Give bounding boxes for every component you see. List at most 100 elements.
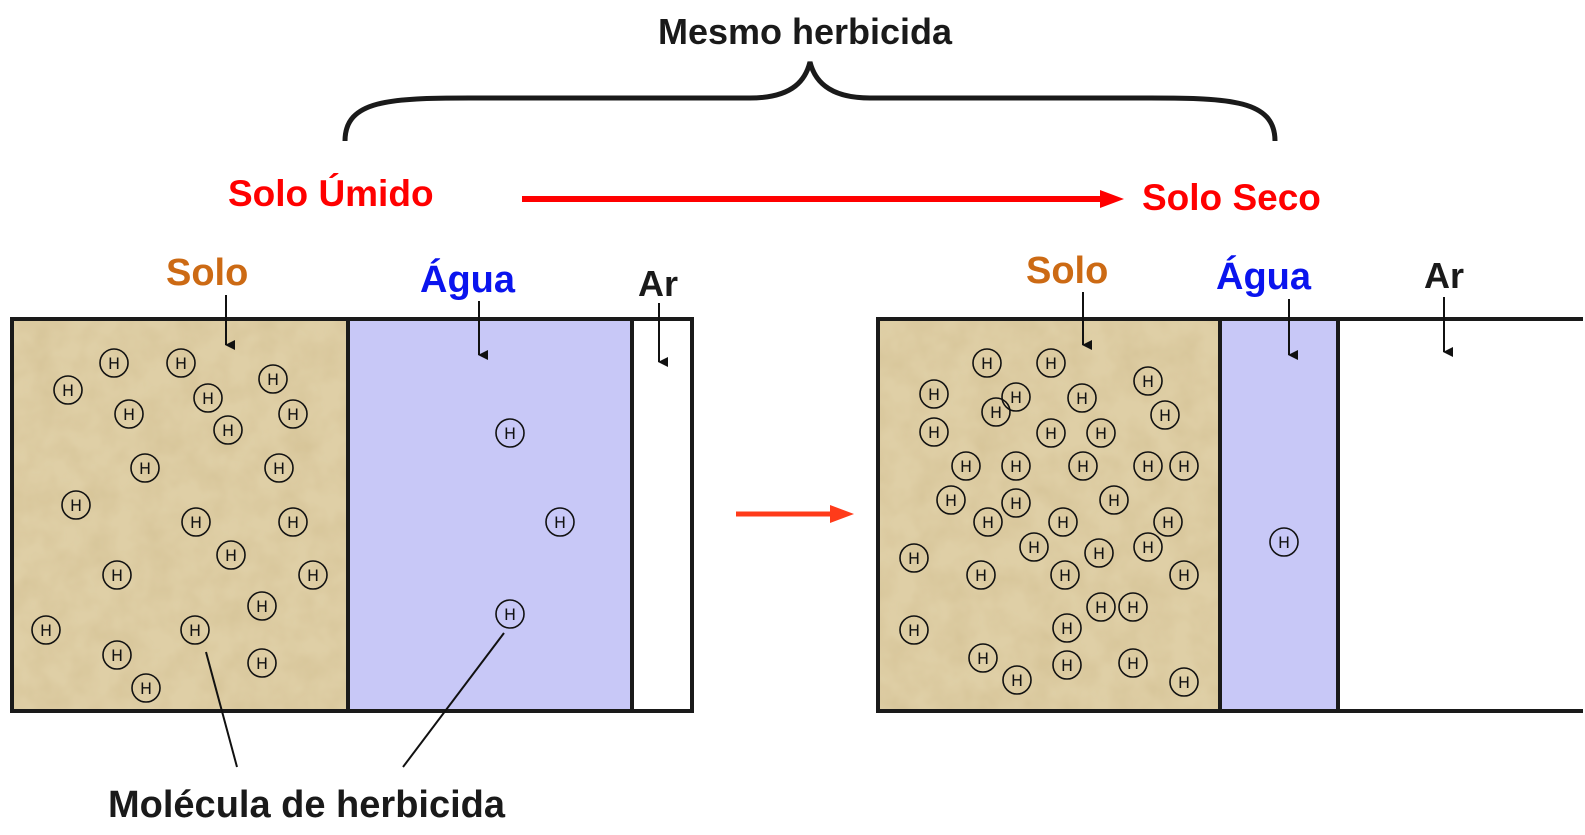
panel-border <box>10 317 694 713</box>
molecule-symbol: H <box>960 457 972 476</box>
herbicide-molecule: H <box>1169 667 1199 697</box>
herbicide-molecule: H <box>1169 451 1199 481</box>
molecule-symbol: H <box>1178 673 1190 692</box>
herbicide-molecule: H <box>1036 348 1066 378</box>
molecule-symbol: H <box>1178 457 1190 476</box>
molecule-symbol: H <box>1077 457 1089 476</box>
herbicide-molecule: H <box>495 599 525 629</box>
herbicide-molecule: H <box>899 615 929 645</box>
molecule-symbol: H <box>1061 656 1073 675</box>
caption-pointer-water <box>402 632 505 768</box>
herbicide-molecule: H <box>258 364 288 394</box>
molecule-symbol: H <box>139 459 151 478</box>
molecule-symbol: H <box>1178 566 1190 585</box>
herbicide-molecule: H <box>968 643 998 673</box>
herbicide-molecule: H <box>936 485 966 515</box>
molecule-symbol: H <box>225 546 237 565</box>
transition-arrow <box>736 505 854 523</box>
herbicide-molecule: H <box>278 399 308 429</box>
solo-label: Solo <box>1026 250 1109 292</box>
herbicide-molecule: H <box>1133 451 1163 481</box>
molecule-symbol: H <box>928 385 940 404</box>
molecule-symbol: H <box>1142 457 1154 476</box>
molecule-symbol: H <box>945 491 957 510</box>
molecule-symbol: H <box>1010 388 1022 407</box>
molecule-symbol: H <box>1278 533 1290 552</box>
molecule-symbol: H <box>111 566 123 585</box>
herbicide-molecule: H <box>1019 532 1049 562</box>
molecule-symbol: H <box>256 654 268 673</box>
molecule-symbol: H <box>1127 654 1139 673</box>
herbicide-molecule: H <box>1133 366 1163 396</box>
molecule-symbol: H <box>1059 566 1071 585</box>
molecule-symbol: H <box>1011 671 1023 690</box>
panel-moist-soil <box>10 295 694 713</box>
herbicide-molecule: H <box>1153 507 1183 537</box>
herbicide-molecule: H <box>1150 400 1180 430</box>
caption: Molécula de herbicida <box>108 784 505 826</box>
panel-border <box>876 317 1583 713</box>
herbicide-molecule: H <box>951 451 981 481</box>
agua-label: Água <box>1216 256 1311 298</box>
molecule-symbol: H <box>190 513 202 532</box>
panel-dry-soil <box>876 292 1583 713</box>
caption-pointer-soil <box>205 651 238 768</box>
herbicide-molecule: H <box>1067 383 1097 413</box>
herbicide-molecule: H <box>166 348 196 378</box>
dry-soil-label: Solo Seco <box>1142 177 1321 218</box>
solo-label: Solo <box>166 252 249 294</box>
herbicide-molecule: H <box>1133 532 1163 562</box>
herbicide-molecule: H <box>1269 527 1299 557</box>
molecule-symbol: H <box>990 403 1002 422</box>
herbicide-molecule: H <box>278 507 308 537</box>
herbicide-molecule: H <box>53 375 83 405</box>
molecule-symbol: H <box>1142 538 1154 557</box>
molecule-symbol: H <box>256 597 268 616</box>
molecule-symbol: H <box>1095 598 1107 617</box>
herbicide-molecule: H <box>919 417 949 447</box>
molecule-symbol: H <box>1045 424 1057 443</box>
molecule-symbol: H <box>40 621 52 640</box>
molecule-symbol: H <box>908 621 920 640</box>
herbicide-molecule: H <box>31 615 61 645</box>
herbicide-molecule: H <box>966 560 996 590</box>
herbicide-molecule: H <box>130 453 160 483</box>
molecule-symbol: H <box>287 513 299 532</box>
herbicide-molecule: H <box>1048 507 1078 537</box>
molecule-symbol: H <box>111 646 123 665</box>
molecule-symbol: H <box>202 389 214 408</box>
ar-label: Ar <box>1424 255 1465 296</box>
herbicide-molecule: H <box>180 615 210 645</box>
molecule-symbol: H <box>62 381 74 400</box>
herbicide-molecule: H <box>1118 648 1148 678</box>
molecule-symbol: H <box>1127 598 1139 617</box>
herbicide-molecule: H <box>899 543 929 573</box>
molecule-symbol: H <box>1010 494 1022 513</box>
herbicide-molecule: H <box>1169 560 1199 590</box>
molecule-symbol: H <box>267 370 279 389</box>
molecule-symbol: H <box>123 405 135 424</box>
molecule-symbol: H <box>554 513 566 532</box>
herbicide-molecule: H <box>1086 592 1116 622</box>
molecule-symbol: H <box>307 566 319 585</box>
wet-to-dry-arrow <box>522 190 1124 208</box>
herbicide-molecule: H <box>1001 488 1031 518</box>
herbicide-molecule: H <box>264 453 294 483</box>
molecule-symbol: H <box>175 354 187 373</box>
molecule-symbol: H <box>908 549 920 568</box>
herbicide-molecule: H <box>213 415 243 445</box>
molecule-symbol: H <box>222 421 234 440</box>
wet-soil-label: Solo Úmido <box>228 173 434 214</box>
air-region <box>632 319 692 711</box>
herbicide-molecule: H <box>99 348 129 378</box>
molecule-symbol: H <box>975 566 987 585</box>
herbicide-molecule: H <box>1050 560 1080 590</box>
molecule-symbol: H <box>977 649 989 668</box>
molecule-symbol: H <box>1076 389 1088 408</box>
herbicide-molecule: H <box>1001 451 1031 481</box>
herbicide-molecule: H <box>1001 382 1031 412</box>
herbicide-molecule: H <box>247 648 277 678</box>
herbicide-molecule: H <box>1052 650 1082 680</box>
water-region <box>1220 319 1338 711</box>
